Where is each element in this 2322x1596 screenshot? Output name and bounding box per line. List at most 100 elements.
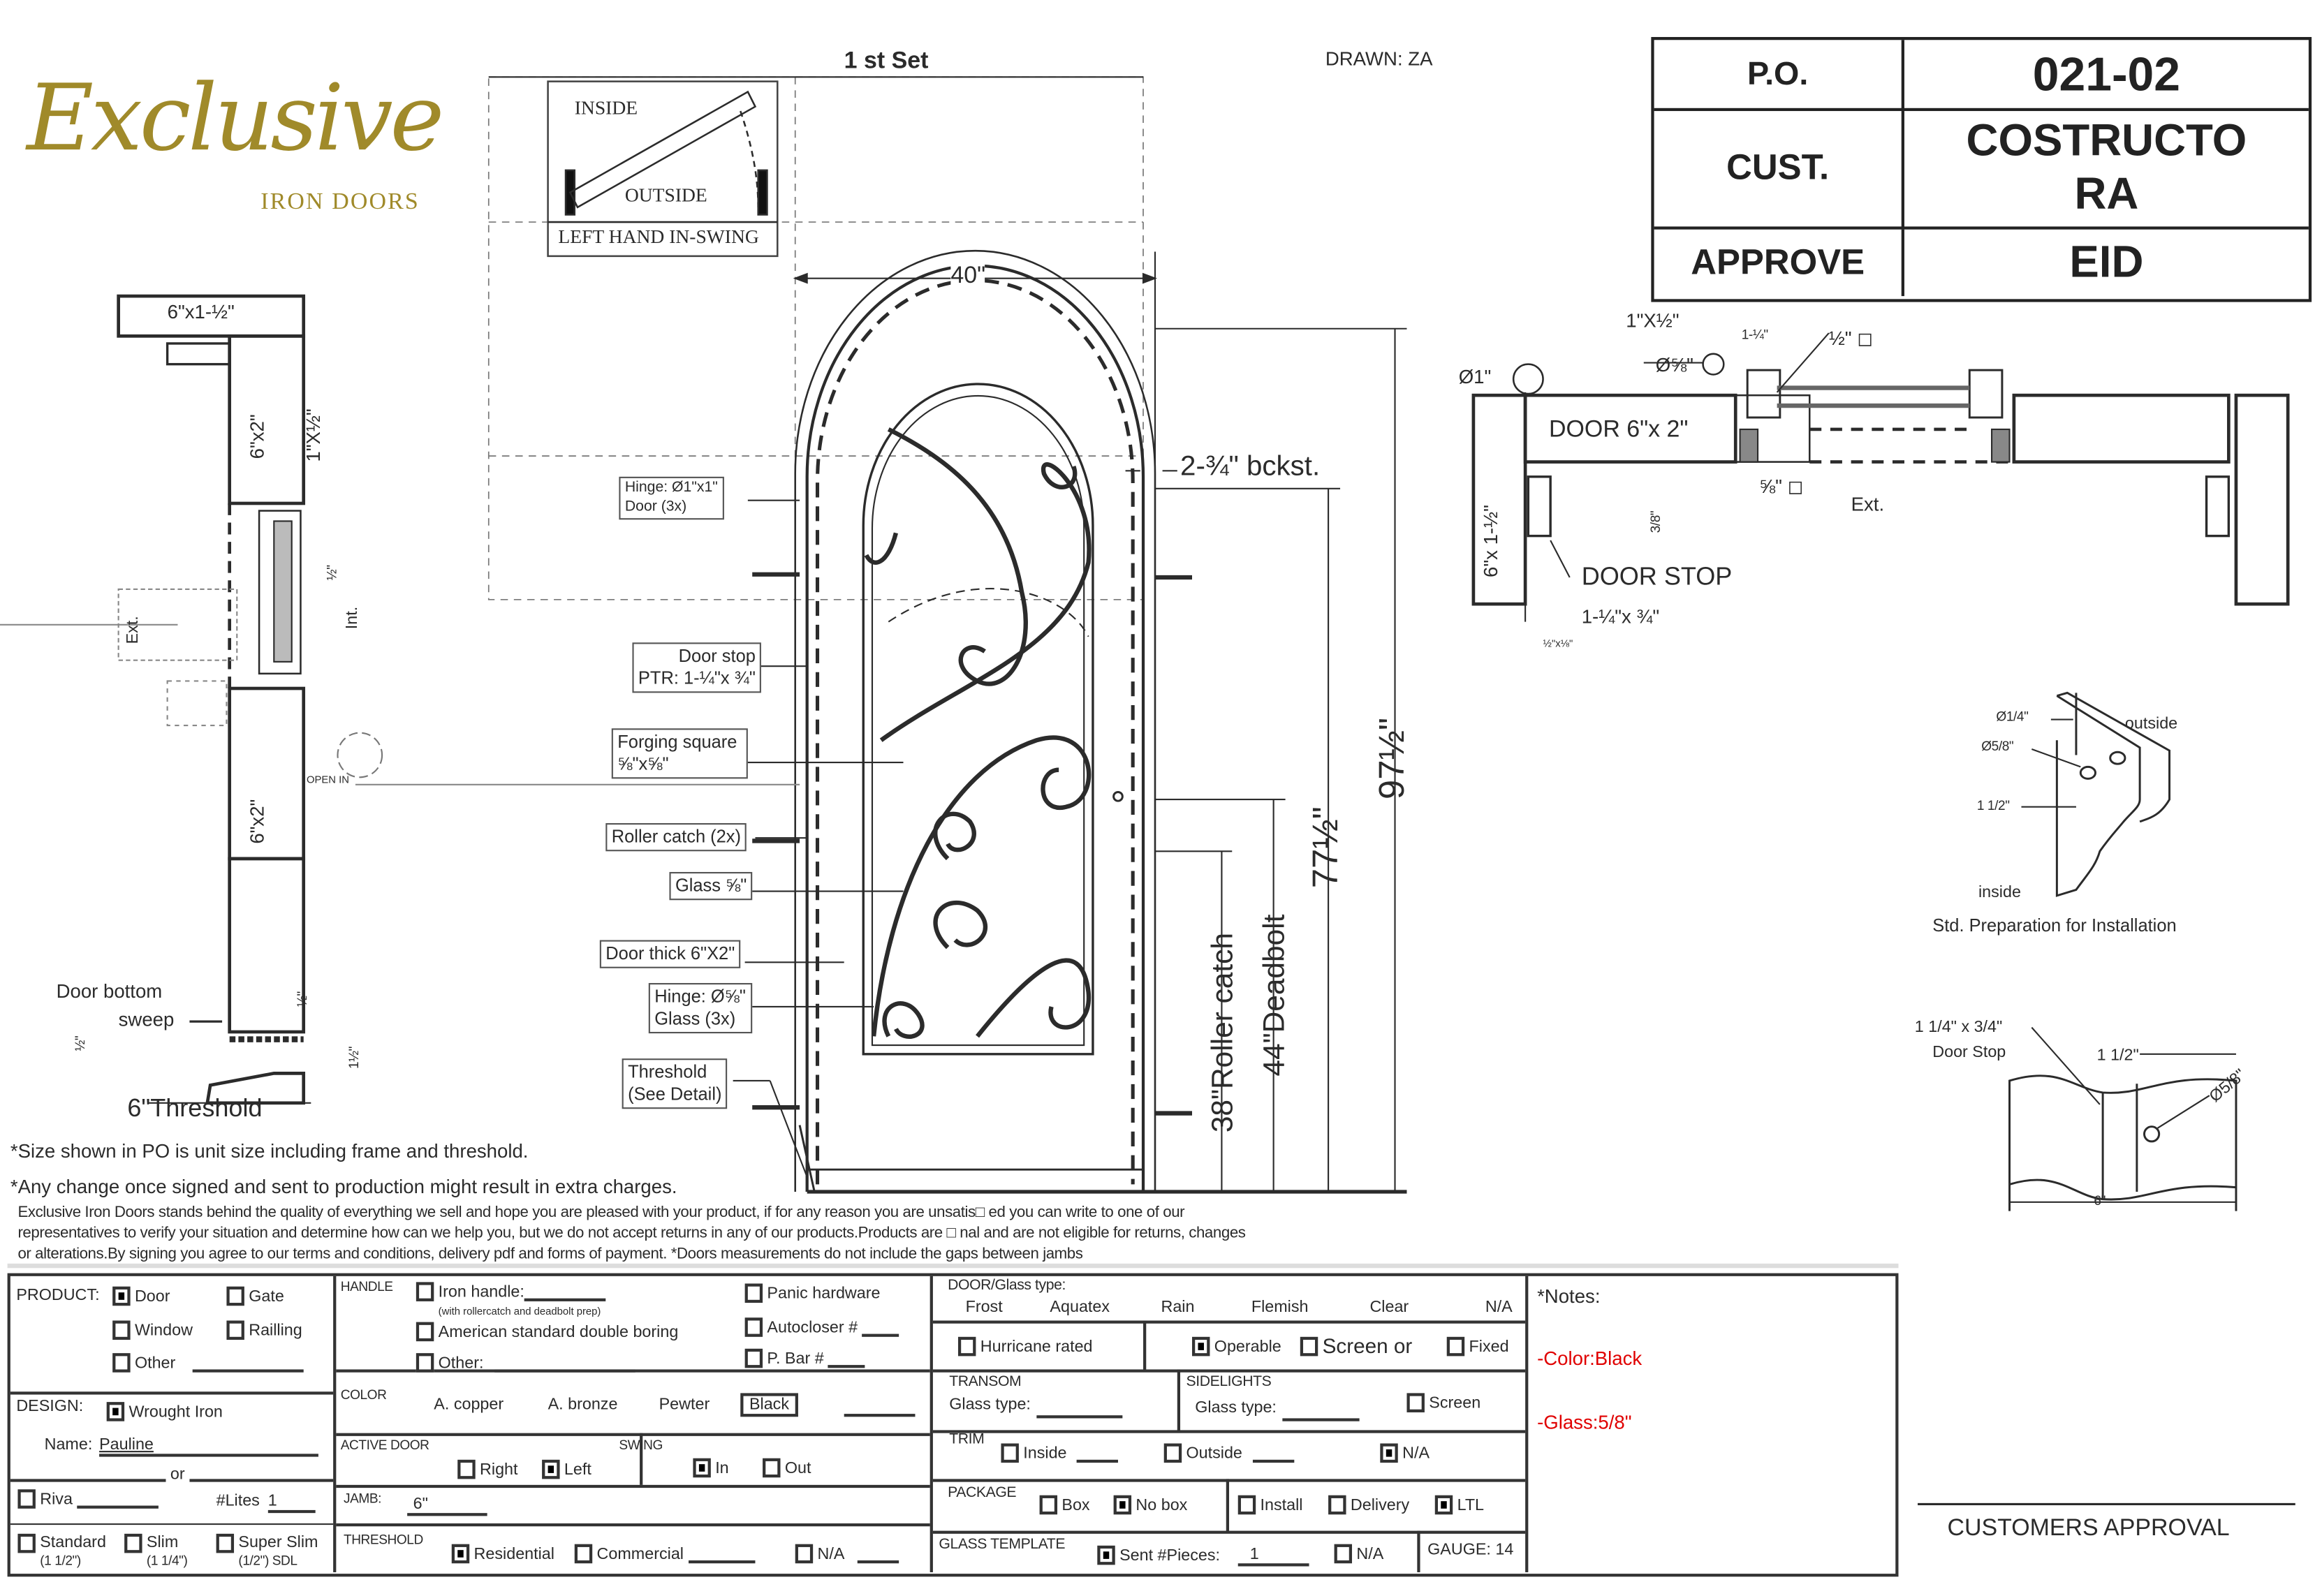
checkbox-unchecked[interactable]: [226, 1320, 244, 1340]
checkbox-checked[interactable]: [1113, 1495, 1132, 1515]
checkbox-unchecked[interactable]: [957, 1336, 976, 1357]
checkbox-no-box[interactable]: No box: [1113, 1495, 1187, 1515]
checkbox-unchecked[interactable]: [416, 1282, 434, 1301]
checkbox-unchecked[interactable]: [457, 1459, 476, 1479]
checkbox-autocloser[interactable]: Autocloser #: [744, 1317, 899, 1337]
color-option-bronze[interactable]: A. bronze: [548, 1396, 618, 1414]
glass-option-rain[interactable]: Rain: [1161, 1298, 1195, 1317]
checkbox-checked[interactable]: [542, 1459, 560, 1479]
glass-option-na[interactable]: N/A: [1485, 1298, 1513, 1317]
trim-inside-field[interactable]: [1077, 1443, 1119, 1463]
glass-option-flemish[interactable]: Flemish: [1251, 1298, 1309, 1317]
color-option-copper[interactable]: A. copper: [434, 1396, 504, 1414]
checkbox-window[interactable]: Window: [112, 1320, 193, 1340]
checkbox-unchecked[interactable]: [124, 1533, 142, 1553]
checkbox-hurricane[interactable]: Hurricane rated: [957, 1336, 1093, 1357]
p-bar-field[interactable]: [828, 1349, 866, 1368]
glass-option-frost[interactable]: Frost: [965, 1298, 1003, 1317]
checkbox-unchecked[interactable]: [763, 1458, 781, 1478]
checkbox-iron-handle[interactable]: Iron handle:(with rollercatch and deadbo…: [416, 1282, 606, 1319]
checkbox-railing[interactable]: Railling: [226, 1320, 302, 1340]
checkbox-trim-outside[interactable]: Outside: [1163, 1443, 1295, 1463]
checkbox-screen[interactable]: Screen: [1406, 1393, 1480, 1412]
color-option-pewter[interactable]: Pewter: [659, 1396, 710, 1414]
checkbox-unchecked[interactable]: [1334, 1544, 1353, 1564]
checkbox-wrought-iron[interactable]: Wrought Iron: [106, 1402, 223, 1421]
checkbox-unchecked[interactable]: [574, 1544, 593, 1564]
checkbox-unchecked[interactable]: [1406, 1393, 1425, 1412]
checkbox-unchecked[interactable]: [1328, 1495, 1346, 1515]
checkbox-left[interactable]: Left: [542, 1459, 591, 1479]
glass-option-clear[interactable]: Clear: [1369, 1298, 1409, 1317]
checkbox-unchecked[interactable]: [1446, 1336, 1465, 1357]
checkbox-swing-out[interactable]: Out: [763, 1458, 811, 1478]
trim-outside-field[interactable]: [1252, 1443, 1295, 1463]
sidelights-glass-field[interactable]: [1282, 1403, 1360, 1421]
checkbox-sent-pieces[interactable]: Sent #Pieces:: [1097, 1545, 1220, 1565]
threshold-na-field[interactable]: [858, 1544, 899, 1564]
transom-glass-field[interactable]: [1036, 1401, 1123, 1419]
checkbox-slim[interactable]: Slim(1 1/4"): [124, 1533, 188, 1569]
design-name-field[interactable]: Pauline: [99, 1436, 318, 1457]
checkbox-commercial[interactable]: Commercial: [574, 1544, 755, 1564]
checkbox-unchecked[interactable]: [1300, 1336, 1318, 1356]
checkbox-unchecked[interactable]: [112, 1320, 131, 1340]
checkbox-checked[interactable]: [1097, 1545, 1115, 1565]
checkbox-residential[interactable]: Residential: [451, 1544, 554, 1564]
checkbox-unchecked[interactable]: [744, 1283, 763, 1303]
checkbox-checked[interactable]: [1380, 1443, 1398, 1463]
checkbox-checked[interactable]: [112, 1286, 131, 1306]
riva-field[interactable]: [77, 1489, 159, 1509]
lites-field[interactable]: 1: [267, 1492, 316, 1514]
sent-pieces-field[interactable]: 1: [1237, 1546, 1309, 1567]
checkbox-unchecked[interactable]: [1001, 1443, 1019, 1463]
checkbox-fixed[interactable]: Fixed: [1446, 1336, 1509, 1357]
checkbox-unchecked[interactable]: [226, 1286, 244, 1306]
checkbox-door[interactable]: Door: [112, 1286, 170, 1306]
checkbox-checked[interactable]: [1434, 1495, 1453, 1515]
checkbox-other-product[interactable]: Other: [112, 1353, 303, 1373]
autocloser-field[interactable]: [862, 1317, 899, 1337]
checkbox-super-slim[interactable]: Super Slim(1/2") SDL: [216, 1533, 318, 1569]
other-handle-field[interactable]: [494, 1353, 635, 1373]
checkbox-checked[interactable]: [451, 1544, 470, 1564]
checkbox-unchecked[interactable]: [744, 1317, 763, 1337]
checkbox-unchecked[interactable]: [1237, 1495, 1256, 1515]
checkbox-american-standard[interactable]: American standard double boring: [416, 1322, 678, 1342]
checkbox-unchecked[interactable]: [17, 1489, 36, 1509]
checkbox-unchecked[interactable]: [1163, 1443, 1182, 1463]
checkbox-gate[interactable]: Gate: [226, 1286, 284, 1306]
checkbox-unchecked[interactable]: [416, 1353, 434, 1373]
checkbox-unchecked[interactable]: [17, 1533, 36, 1553]
checkbox-unchecked[interactable]: [416, 1322, 434, 1342]
glass-option-aquatex[interactable]: Aquatex: [1050, 1298, 1110, 1317]
checkbox-unchecked[interactable]: [216, 1533, 235, 1553]
checkbox-operable[interactable]: Operable: [1192, 1336, 1281, 1357]
checkbox-threshold-na[interactable]: N/A: [795, 1544, 899, 1564]
checkbox-screen-or[interactable]: Screen or: [1300, 1334, 1412, 1357]
checkbox-other-handle[interactable]: Other:: [416, 1353, 635, 1373]
checkbox-p-bar[interactable]: P. Bar #: [744, 1348, 866, 1368]
checkbox-box[interactable]: Box: [1039, 1495, 1090, 1515]
checkbox-riva[interactable]: Riva: [17, 1489, 159, 1509]
other-product-field[interactable]: [191, 1353, 303, 1373]
checkbox-delivery[interactable]: Delivery: [1328, 1495, 1409, 1515]
checkbox-unchecked[interactable]: [1039, 1495, 1058, 1515]
checkbox-trim-na[interactable]: N/A: [1380, 1443, 1430, 1463]
checkbox-install[interactable]: Install: [1237, 1495, 1303, 1515]
checkbox-unchecked[interactable]: [744, 1348, 763, 1368]
checkbox-checked[interactable]: [693, 1458, 711, 1478]
checkbox-template-na[interactable]: N/A: [1334, 1544, 1383, 1564]
checkbox-checked[interactable]: [106, 1402, 125, 1421]
checkbox-unchecked[interactable]: [795, 1544, 814, 1564]
color-other-field[interactable]: [844, 1399, 916, 1417]
checkbox-ltl[interactable]: LTL: [1434, 1495, 1484, 1515]
checkbox-swing-in[interactable]: In: [693, 1458, 729, 1478]
checkbox-unchecked[interactable]: [112, 1353, 131, 1373]
commercial-field[interactable]: [688, 1544, 755, 1564]
checkbox-checked[interactable]: [1192, 1336, 1210, 1357]
checkbox-standard[interactable]: Standard(1 1/2"): [17, 1533, 106, 1569]
iron-handle-field[interactable]: [524, 1282, 606, 1301]
color-option-black-selected[interactable]: Black: [740, 1393, 798, 1417]
jamb-field[interactable]: 6": [407, 1495, 487, 1516]
